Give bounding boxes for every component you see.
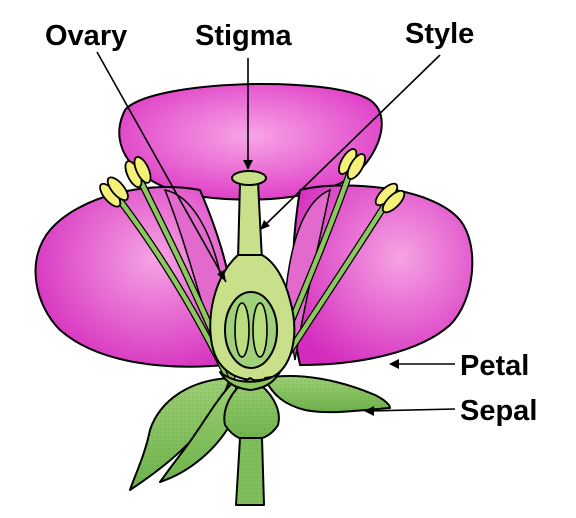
ovule [234,302,250,358]
leader-sepal-arrow [364,406,374,416]
leader-stigma-arrow [243,160,253,170]
label-stigma: Stigma [195,20,293,52]
ovule [252,302,268,358]
leader-style [261,54,441,229]
pistil [209,170,296,382]
leader-ovary [96,51,227,283]
leader-style-arrow [260,220,270,230]
stigma-cap [231,170,267,186]
sepals [129,375,391,491]
label-ovary: Ovary [45,20,127,52]
anther [124,156,152,188]
ovary-chamber [224,291,278,369]
label-petal: Petal [460,350,529,382]
leader-ovary-arrow [217,270,226,282]
leader-lines [96,51,456,416]
anther [374,182,406,214]
label-style: Style [405,18,474,50]
anther [338,148,366,180]
label-sepal: Sepal [460,395,537,427]
anther [99,176,129,208]
stem-texture [236,438,264,505]
sepal-texture [130,375,390,490]
leader-sepal [367,408,456,412]
receptacle [219,371,281,391]
leader-petal-arrow [389,359,399,369]
